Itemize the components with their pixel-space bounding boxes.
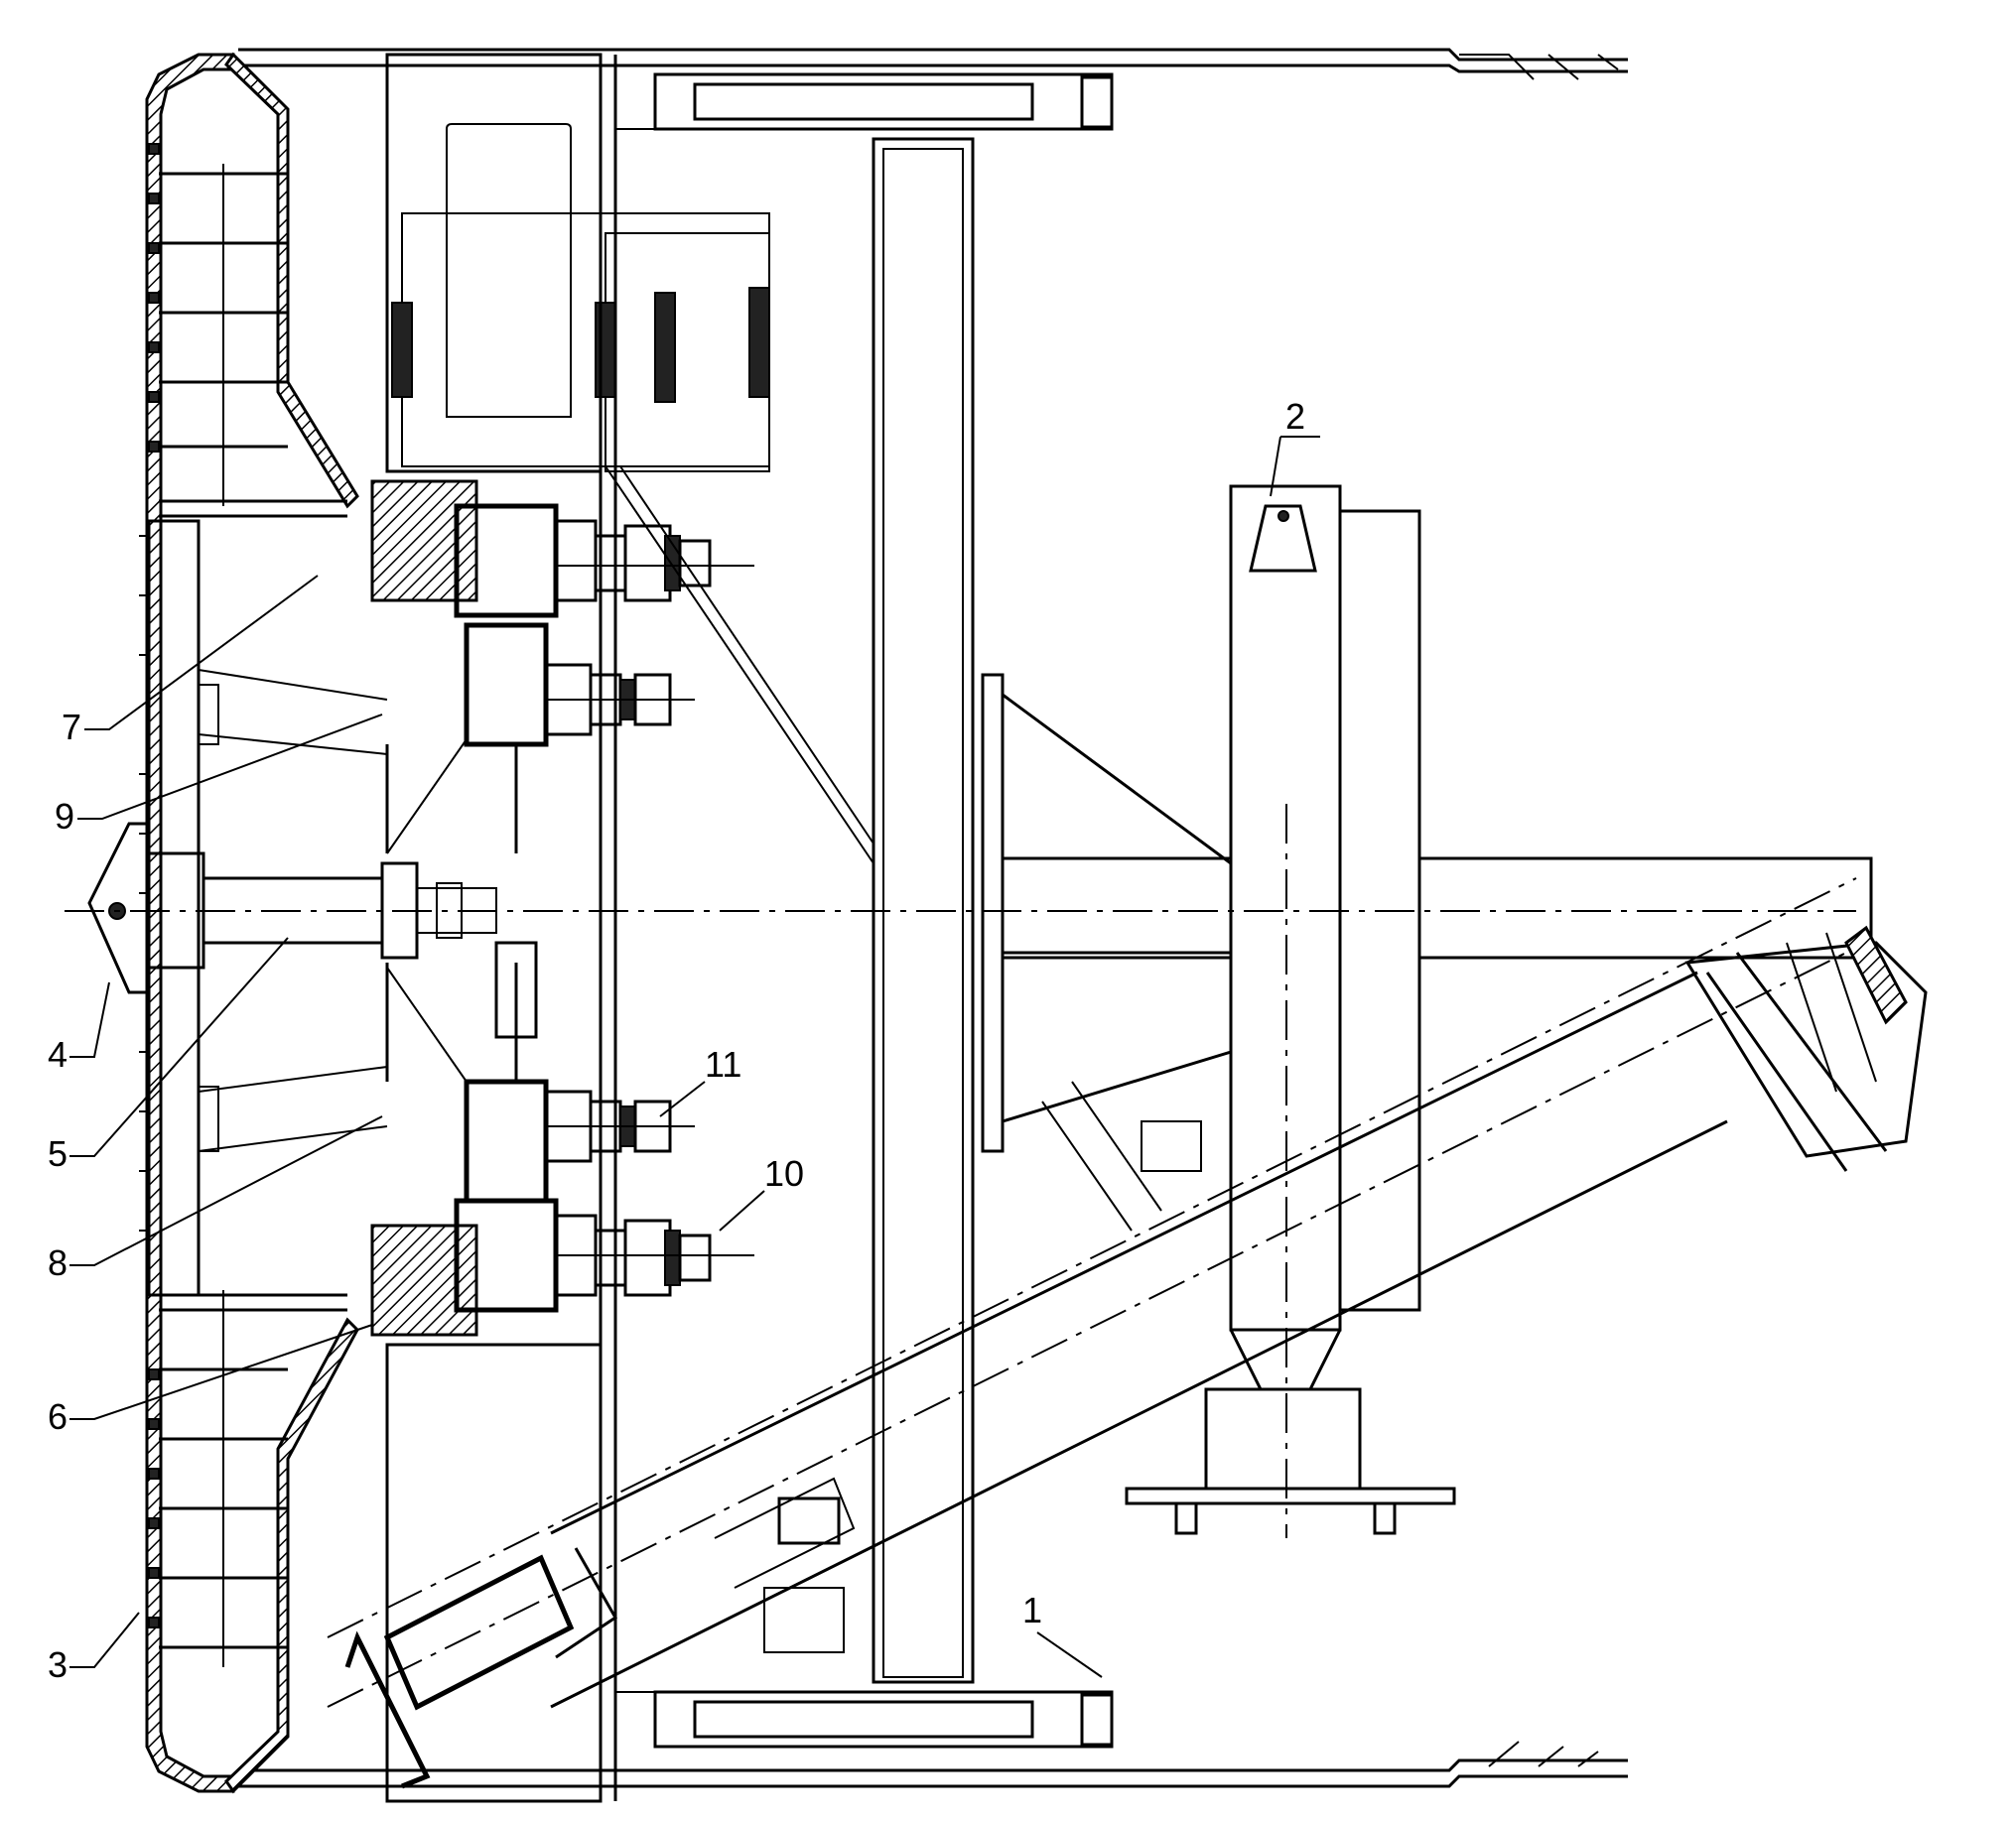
part-labels: 1 2 3 4 5 6 7 8 9 10 11: [48, 396, 1320, 1685]
label-3: 3: [48, 1644, 67, 1685]
thrust-cylinder-top: [615, 74, 1112, 129]
drive-unit-upper: [372, 481, 754, 853]
thrust-frame: [1003, 695, 1871, 1231]
inclined-screw-conveyor: [328, 878, 1856, 1786]
label-5: 5: [48, 1133, 67, 1174]
discharge-gate: [1687, 928, 1926, 1171]
label-8: 8: [48, 1242, 67, 1283]
cutter-head: [139, 55, 357, 1791]
main-bulkhead: [387, 55, 769, 1801]
label-7: 7: [62, 707, 81, 747]
center-shaft: [89, 824, 496, 992]
label-1: 1: [1022, 1590, 1042, 1630]
screw-conveyor-housing: [1127, 486, 1454, 1538]
label-6: 6: [48, 1396, 67, 1437]
label-9: 9: [55, 796, 74, 837]
label-10: 10: [764, 1153, 804, 1194]
thrust-cylinder-bottom: [615, 1692, 1112, 1747]
label-2: 2: [1285, 396, 1305, 437]
label-11: 11: [705, 1044, 741, 1085]
drive-unit-lower: [372, 963, 754, 1335]
label-4: 4: [48, 1034, 67, 1075]
